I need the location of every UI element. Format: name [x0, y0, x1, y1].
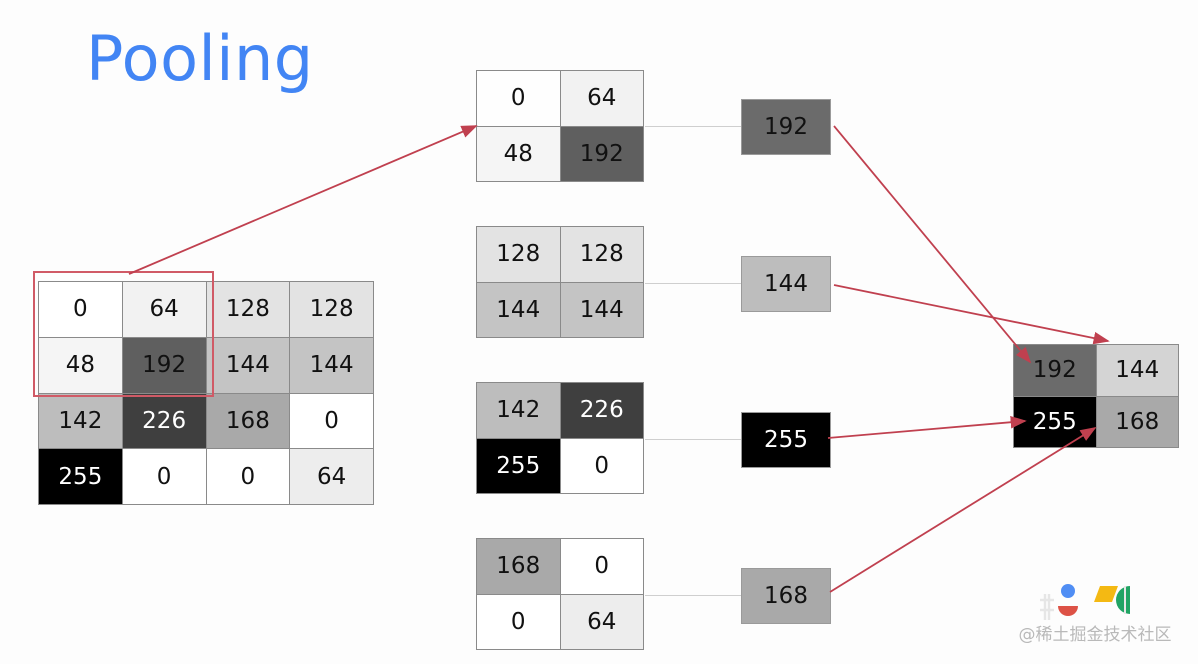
input-matrix-cell-3: 128: [290, 282, 373, 337]
arrow-result-255-to-output: [827, 415, 1027, 439]
input-matrix-cell-6: 144: [206, 337, 290, 393]
page-title: Pooling: [86, 22, 314, 95]
patch-3-cell-2: 0: [477, 594, 560, 649]
patch-2-cell-0: 142: [477, 383, 560, 438]
input-matrix-cell-2: 128: [206, 282, 290, 337]
output-matrix-cell-3: 168: [1096, 396, 1178, 447]
patch-3-cell-3: 64: [560, 594, 643, 649]
arrow-window-to-patch: [128, 125, 478, 275]
arrow-result-144-to-output: [833, 284, 1110, 345]
input-matrix-cell-4: 48: [39, 337, 122, 393]
patch-2-cell-3: 0: [560, 438, 643, 493]
input-matrix-cell-0: 0: [39, 282, 122, 337]
patch-1-cell-0: 128: [477, 227, 560, 282]
arrow-result-168-to-output: [829, 427, 1097, 593]
result-box-top-right: 144: [741, 256, 831, 312]
result-box-top-left: 192: [741, 99, 831, 155]
result-box-bottom-right: 168: [741, 568, 831, 624]
connector-line-bottom-left: [645, 439, 743, 440]
result-box-bottom-left: 255: [741, 412, 831, 468]
watermark-logo-icon: [1040, 584, 1130, 620]
patch-0-cell-0: 0: [477, 71, 560, 126]
connector-line-top-right: [645, 283, 743, 284]
patch-1-cell-2: 144: [477, 282, 560, 337]
patch-0-cell-2: 48: [477, 126, 560, 181]
patch-2-cell-1: 226: [560, 383, 643, 438]
patch-3-cell-0: 168: [477, 539, 560, 594]
input-matrix-cell-12: 255: [39, 449, 122, 504]
input-matrix-cell-14: 0: [206, 449, 290, 504]
input-matrix-cell-9: 226: [122, 393, 206, 449]
input-matrix-cell-10: 168: [206, 393, 290, 449]
input-matrix-cell-7: 144: [290, 337, 373, 393]
watermark-text: @稀土掘金技术社区: [1018, 625, 1172, 645]
patch-1-cell-1: 128: [560, 227, 643, 282]
input-matrix-cell-1: 64: [122, 282, 206, 337]
connector-line-bottom-right: [645, 595, 743, 596]
input-matrix-cell-13: 0: [122, 449, 206, 504]
patch-1-cell-3: 144: [560, 282, 643, 337]
patch-3-cell-1: 0: [560, 539, 643, 594]
input-matrix-cell-5: 192: [122, 337, 206, 393]
patch-0-cell-1: 64: [560, 71, 643, 126]
output-matrix-cell-2: 255: [1014, 396, 1096, 447]
output-matrix-cell-0: 192: [1014, 345, 1096, 396]
input-matrix-cell-15: 64: [290, 449, 373, 504]
arrow-result-192-to-output: [833, 125, 1032, 364]
pooling-window-highlight: [33, 271, 214, 397]
patch-2-cell-2: 255: [477, 438, 560, 493]
output-matrix-cell-1: 144: [1096, 345, 1178, 396]
watermark: @稀土掘金技术社区: [1000, 578, 1190, 656]
input-matrix-cell-11: 0: [290, 393, 373, 449]
patch-0-cell-3: 192: [560, 126, 643, 181]
input-matrix-cell-8: 142: [39, 393, 122, 449]
connector-line-top-left: [645, 126, 743, 127]
